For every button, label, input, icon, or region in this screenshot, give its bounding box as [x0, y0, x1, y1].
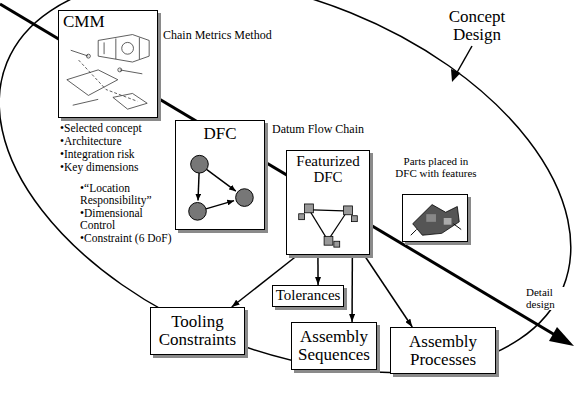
parts-picture	[403, 195, 467, 241]
sketch-g	[310, 210, 345, 237]
sketch-path	[67, 70, 118, 96]
box-title: Featurized DFC	[291, 154, 365, 186]
sketch-rect	[299, 214, 305, 220]
sketch-line	[207, 169, 236, 191]
box-label: Tolerances	[276, 288, 341, 304]
sketch-path	[79, 60, 138, 101]
sketch-g	[198, 169, 236, 208]
parts-box: Parts placed in DFC with features	[402, 194, 468, 242]
bullet-note: •Key dimensions	[60, 161, 170, 173]
bullet-note: •Selected concept	[60, 122, 170, 134]
box-caption: Datum Flow Chain	[272, 123, 364, 136]
connector-arrow	[317, 255, 319, 285]
cmm-box: CMMChain Metrics Method	[58, 10, 158, 118]
sketch-path	[113, 93, 147, 109]
dfc-box: DFCDatum Flow Chain	[175, 120, 265, 230]
process-box: Tolerances	[272, 285, 344, 307]
sketch-path	[104, 38, 139, 60]
design-flow-head	[549, 327, 574, 346]
connector-arrow	[351, 255, 353, 322]
bullet-note: •“Location Responsibility”	[80, 182, 170, 206]
bullet-note: •Integration risk	[60, 148, 170, 160]
sketch-line	[312, 209, 343, 211]
sketch-circle	[118, 68, 122, 72]
sketch-g	[299, 204, 358, 247]
box-title: CMM	[63, 13, 105, 31]
box-label: Tooling Constraints	[155, 313, 240, 349]
flow-label: Detail design	[526, 287, 566, 310]
sketch-g	[189, 155, 254, 220]
sketch-line	[206, 201, 234, 209]
box-label: Assembly Processes	[395, 333, 491, 369]
bullet-note: •Architecture	[60, 135, 170, 147]
design-flow-line	[0, 4, 555, 335]
sketch-path	[98, 35, 149, 62]
process-box: Tooling Constraints	[150, 307, 245, 355]
box-caption: Parts placed in DFC with features	[393, 155, 479, 179]
sketch-path	[413, 205, 460, 236]
sketch-rect	[426, 214, 436, 222]
sketch-path	[71, 50, 143, 105]
connector-arrow	[364, 255, 412, 327]
sketch-rect	[305, 204, 314, 213]
sketch-rect	[344, 206, 353, 215]
sketch-rect	[324, 236, 333, 245]
box-label: Assembly Sequences	[296, 328, 372, 364]
bullet-note: •Dimensional Control	[80, 207, 170, 231]
sketch-circle	[86, 54, 90, 58]
sketch-rect	[334, 241, 340, 247]
bullet-note: •Constraint (6 DoF)	[80, 232, 172, 244]
sketch-circle	[189, 202, 207, 220]
process-box: Assembly Sequences	[291, 322, 377, 370]
sketch-g	[67, 35, 149, 110]
box-caption: Chain Metrics Method	[163, 29, 272, 42]
sketch-circle	[191, 155, 209, 173]
process-box: Assembly Processes	[390, 327, 496, 374]
box-title: DFC	[203, 125, 236, 143]
sketch-line	[330, 214, 346, 238]
sketch-line	[310, 212, 326, 238]
sketch-circle	[236, 189, 254, 207]
sketch-path	[411, 224, 461, 236]
region-title: Concept Design	[432, 8, 522, 44]
featurized-box: Featurized DFC	[286, 150, 370, 255]
sketch-circle	[122, 42, 134, 54]
sketch-line	[198, 173, 199, 200]
sketch-rect	[444, 218, 452, 225]
sketch-rect	[351, 216, 357, 222]
